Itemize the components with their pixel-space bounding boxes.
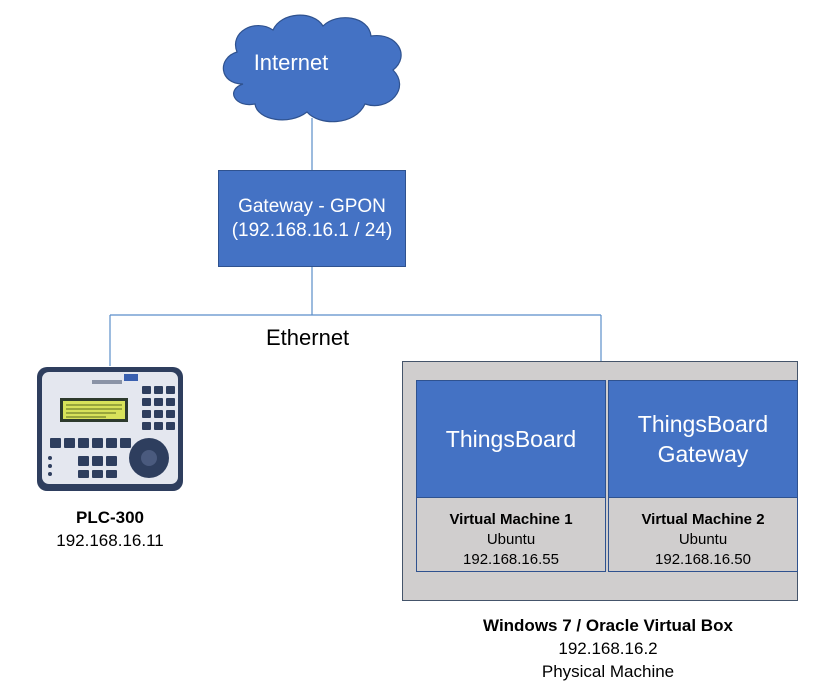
vm-2-os: Ubuntu — [678, 531, 728, 548]
gateway-address: (192.168.16.1 / 24) — [231, 219, 393, 241]
plc-ip: 192.168.16.11 — [56, 531, 164, 550]
vm-1-box: ThingsBoard Virtual Machine 1 Ubuntu 192… — [416, 380, 606, 572]
plc-brand-strip — [92, 380, 122, 384]
vm-1-app-name: ThingsBoard — [445, 426, 577, 452]
host-caption: Windows 7 / Oracle Virtual Box 192.168.1… — [440, 614, 776, 683]
host-role: Physical Machine — [541, 662, 675, 681]
vm-2-app-name-line2: Gateway — [657, 441, 749, 467]
vm-2-app: ThingsBoard Gateway — [609, 381, 797, 498]
vm-1-app: ThingsBoard — [417, 381, 605, 498]
vm-2-ip: 192.168.16.50 — [655, 551, 751, 568]
vm-1-os: Ubuntu — [486, 531, 536, 548]
host-machine-box: ThingsBoard Virtual Machine 1 Ubuntu 192… — [402, 361, 798, 601]
gateway-title: Gateway - GPON — [238, 195, 386, 217]
gateway-node: Gateway - GPON (192.168.16.1 / 24) — [218, 170, 406, 267]
plc-device-icon — [37, 367, 183, 491]
vm-2-app-name-line1: ThingsBoard — [637, 411, 769, 437]
vm-1-ip: 192.168.16.55 — [463, 551, 559, 568]
plc-caption: PLC-300 192.168.16.11 — [10, 506, 210, 552]
vm-2-name: Virtual Machine 2 — [641, 511, 765, 528]
vm-1-name: Virtual Machine 1 — [449, 511, 573, 528]
plc-name: PLC-300 — [75, 508, 145, 527]
plc-lcd-screen — [63, 401, 125, 419]
ethernet-label: Ethernet — [266, 325, 350, 350]
vm-2-box: ThingsBoard Gateway Virtual Machine 2 Ub… — [608, 380, 798, 572]
internet-cloud-icon — [222, 14, 402, 123]
internet-label: Internet — [253, 50, 329, 75]
host-ip: 192.168.16.2 — [558, 639, 658, 658]
host-title: Windows 7 / Oracle Virtual Box — [483, 616, 733, 635]
